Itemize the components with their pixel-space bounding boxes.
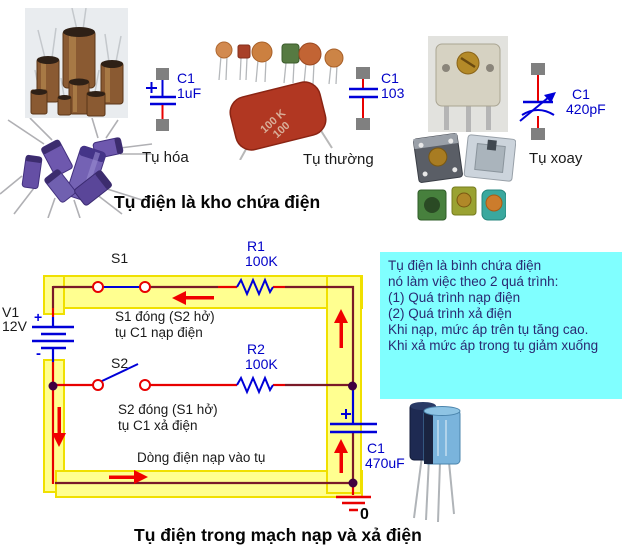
photo-blue-capacitor xyxy=(409,402,461,523)
photo-small-trimmers xyxy=(417,186,506,221)
photo-film-capacitor: 100 K 100 xyxy=(229,81,333,160)
note-charge-1: S1 đóng (S2 hở) xyxy=(115,309,215,324)
arrow-up-icon xyxy=(334,309,348,348)
resistor-r1 xyxy=(236,277,274,297)
photo-metal-trimmers xyxy=(413,133,516,183)
label-capacitor-ref: C1 xyxy=(367,440,385,456)
label-switch-s1: S1 xyxy=(111,250,129,266)
label-switch-s2: S2 xyxy=(111,355,129,371)
photo-electrolytic-capacitors xyxy=(25,8,128,118)
switch-s2 xyxy=(92,363,151,391)
ceramic-cap xyxy=(251,41,273,63)
info-line: Khi xả mức áp trong tụ giảm xuống xyxy=(388,338,599,353)
label-resistor-r1-value: 100K xyxy=(245,253,278,269)
info-box: Tụ điện là bình chứa điện nó làm việc th… xyxy=(380,252,622,399)
symbol-electrolytic-capacitor xyxy=(146,68,176,131)
symbol-film-capacitor xyxy=(349,67,378,130)
photo-trimmer-capacitor xyxy=(428,36,508,132)
junction-dot xyxy=(348,478,358,488)
arrow-down-icon xyxy=(52,407,66,447)
label-source-value: 12V xyxy=(2,318,27,334)
ceramic-cap xyxy=(215,41,233,59)
label-resistor-r1-ref: R1 xyxy=(247,238,265,254)
symbol-value-film: 103 xyxy=(381,85,405,101)
battery-symbol xyxy=(32,325,74,350)
ceramic-cap xyxy=(298,42,322,66)
junction-dot xyxy=(48,381,58,391)
capacitor-bodies xyxy=(21,137,124,206)
title-bottom: Tụ điện trong mạch nạp và xả điện xyxy=(134,525,422,545)
label-film-capacitor: Tụ thường xyxy=(303,151,374,168)
arrow-left-icon xyxy=(172,291,214,305)
note-current: Dòng điện nạp vào tụ xyxy=(137,450,266,465)
label-electrolytic-capacitor: Tụ hóa xyxy=(142,149,189,166)
info-line: Khi nạp, mức áp trên tụ tăng cao. xyxy=(388,322,589,337)
label-ground-zero: 0 xyxy=(360,506,369,523)
photo-purple-capacitors xyxy=(0,118,153,218)
info-line: Tụ điện là bình chứa điện xyxy=(388,258,542,273)
symbol-ref-film: C1 xyxy=(381,70,399,86)
info-line: (2) Quá trình xả điện xyxy=(388,306,512,321)
ceramic-cap xyxy=(237,44,251,59)
note-discharge-1: S2 đóng (S1 hở) xyxy=(118,402,218,417)
symbol-value-variable: 420pF xyxy=(566,101,606,117)
battery-plus-sign: + xyxy=(34,309,42,325)
ceramic-cap xyxy=(324,48,344,68)
note-charge-2: tụ C1 nạp điện xyxy=(115,325,203,340)
arrow-up-icon xyxy=(334,439,348,473)
symbol-variable-capacitor xyxy=(519,63,556,140)
resistor-r2 xyxy=(236,375,274,395)
info-line: (1) Quá trình nạp điện xyxy=(388,290,521,305)
junction-dot xyxy=(348,381,357,391)
photo-ceramic-capacitors xyxy=(215,41,344,85)
battery-minus-sign: - xyxy=(36,345,41,362)
capacitor-c1-symbol xyxy=(330,409,377,434)
label-capacitor-value: 470uF xyxy=(365,455,405,471)
symbol-ref-electrolytic: C1 xyxy=(177,70,195,86)
label-source-ref: V1 xyxy=(2,304,20,320)
title-top: Tụ điện là kho chứa điện xyxy=(114,192,321,212)
symbol-value-electrolytic: 1uF xyxy=(177,85,202,101)
label-resistor-r2-value: 100K xyxy=(245,356,278,372)
capacitor-leads xyxy=(218,55,338,85)
note-discharge-2: tụ C1 xả điện xyxy=(118,418,198,433)
capacitor-leads xyxy=(0,118,153,218)
arrow-right-icon xyxy=(109,470,148,484)
info-line: nó làm việc theo 2 quá trình: xyxy=(388,274,559,289)
wires xyxy=(51,285,355,495)
capacitor-leads xyxy=(413,455,455,523)
symbol-ref-variable: C1 xyxy=(572,86,590,102)
capacitor-bodies xyxy=(30,27,124,117)
ground-symbol xyxy=(336,495,371,512)
current-arrows xyxy=(52,291,348,484)
label-resistor-r2-ref: R2 xyxy=(247,341,265,357)
switch-s1 xyxy=(92,281,151,293)
label-variable-capacitor: Tụ xoay xyxy=(529,150,583,167)
